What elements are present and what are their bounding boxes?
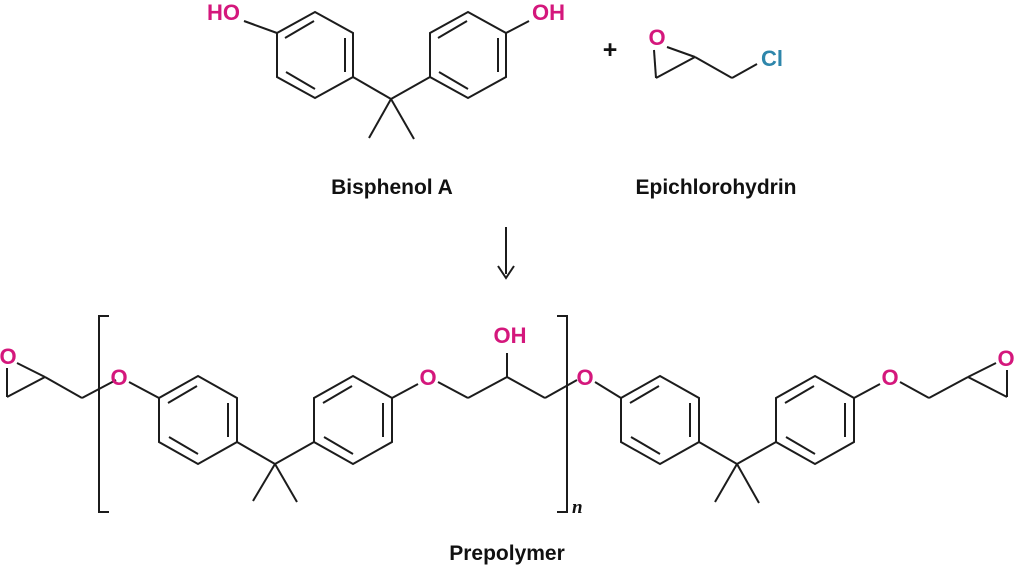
benzene-ring <box>158 374 238 466</box>
bond <box>429 10 507 100</box>
bond <box>694 56 733 79</box>
double-bond-line <box>630 436 661 455</box>
ether-oxygen-label: O <box>576 365 593 390</box>
bond <box>313 374 393 466</box>
double-bond-line <box>629 385 660 404</box>
double-bond-line <box>168 436 199 455</box>
bond <box>390 98 415 140</box>
bond <box>467 376 508 399</box>
benzene-ring <box>775 374 855 466</box>
double-bond-line <box>167 385 198 404</box>
bond <box>506 376 546 399</box>
double-bond-line <box>322 385 353 404</box>
bond <box>736 463 760 504</box>
bond <box>128 381 160 399</box>
bond <box>653 49 657 79</box>
bond <box>620 374 700 466</box>
epoxide-oxygen-label: O <box>997 346 1014 371</box>
double-bond-line <box>284 20 315 39</box>
bond <box>666 46 696 58</box>
ether-oxygen-label: O <box>419 365 436 390</box>
prepolymer-structure: O O O OH <box>0 315 1014 565</box>
bond <box>899 381 930 399</box>
benzene-ring <box>276 10 354 100</box>
bond <box>505 20 530 34</box>
arrow-head <box>497 265 515 280</box>
double-bond-line <box>323 436 354 455</box>
bond <box>655 56 696 79</box>
bond <box>276 10 354 100</box>
prepolymer-title: Prepolymer <box>449 542 565 565</box>
benzene-ring <box>313 374 393 466</box>
ether-oxygen-label: O <box>110 365 127 390</box>
right-repeat-bracket <box>557 315 568 513</box>
bond <box>967 376 1008 398</box>
bond <box>714 463 738 503</box>
epoxide-oxygen-label: O <box>0 344 17 369</box>
hydroxyl-label: OH <box>532 0 565 25</box>
bond <box>6 376 46 398</box>
bond <box>390 76 431 100</box>
bond <box>736 441 777 465</box>
bond <box>967 362 997 378</box>
bond <box>853 383 881 399</box>
hydroxyl-label: OH <box>494 323 527 348</box>
epoxide-oxygen-label: O <box>648 25 665 50</box>
bond <box>158 374 238 466</box>
bond <box>544 379 578 399</box>
bond <box>594 381 622 399</box>
bond <box>368 98 392 139</box>
bond <box>698 441 738 465</box>
epichlorohydrin-structure: O Cl Epichlorohydrin <box>635 25 796 199</box>
epoxide-group: O <box>967 346 1014 398</box>
bond <box>252 463 276 502</box>
double-bond-line <box>437 20 468 39</box>
double-bond-line <box>784 385 815 404</box>
bond <box>274 463 298 503</box>
repeat-subscript: n <box>572 497 583 518</box>
bisphenol-a-structure: HO OH Bisphenol A <box>207 0 565 199</box>
bond <box>16 362 46 378</box>
bond <box>437 381 469 399</box>
benzene-ring <box>429 10 507 100</box>
plus-sign: + <box>603 36 618 64</box>
bond <box>236 441 276 465</box>
hydroxyl-label: HO <box>207 0 240 25</box>
bond <box>928 376 969 399</box>
double-bond-line <box>785 436 816 455</box>
epichlorohydrin-title: Epichlorohydrin <box>635 176 796 199</box>
bond <box>352 76 392 100</box>
bond <box>391 383 419 399</box>
bond <box>44 376 83 399</box>
reaction-arrow-down-icon <box>497 227 515 280</box>
bond <box>775 374 855 466</box>
double-bond-line <box>438 71 469 90</box>
chlorine-label: Cl <box>761 46 783 71</box>
double-bond-line <box>285 71 316 90</box>
bond <box>274 441 315 465</box>
left-repeat-bracket <box>98 315 109 513</box>
ether-oxygen-label: O <box>881 365 898 390</box>
bond <box>243 20 278 34</box>
bond <box>731 63 758 79</box>
benzene-ring <box>620 374 700 466</box>
epoxide-group: O <box>0 344 46 398</box>
bisphenol-a-title: Bisphenol A <box>331 176 453 199</box>
